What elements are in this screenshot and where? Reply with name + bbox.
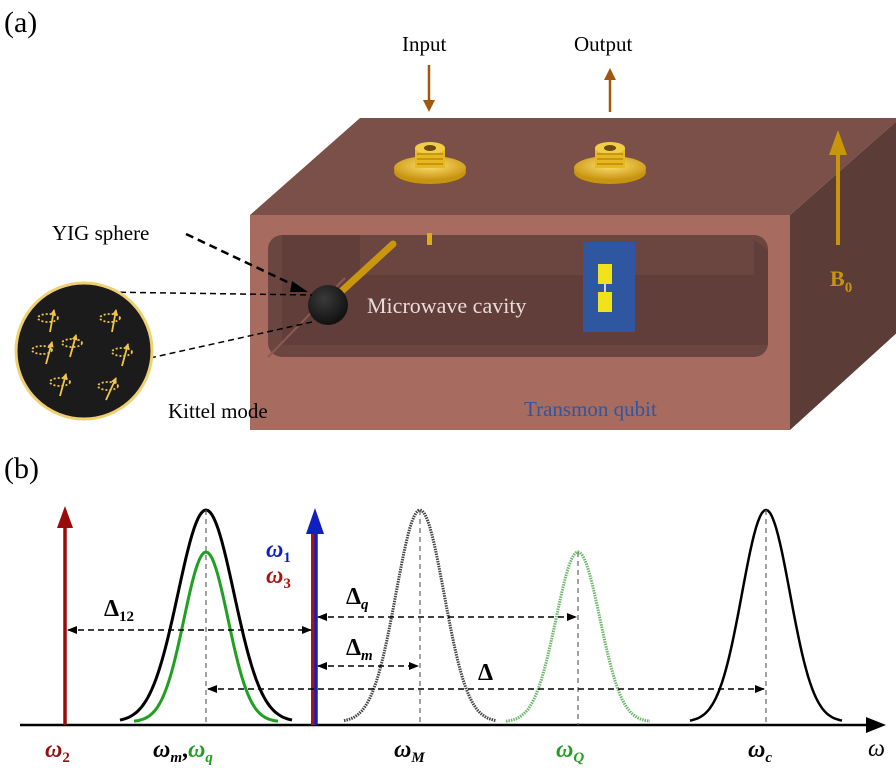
omega3-label: ω3	[266, 563, 291, 592]
qubit-peak-curve	[133, 550, 279, 723]
zoom-line-top	[99, 291, 313, 296]
yig-pointer-head	[290, 281, 308, 292]
output-connector	[574, 142, 646, 184]
zoom-line-bottom	[149, 321, 313, 359]
input-label: Input	[402, 32, 446, 56]
omega2-label: ω2	[45, 737, 70, 766]
panel-b-label: (b)	[4, 452, 39, 485]
transmon-chip	[583, 242, 635, 332]
delta-label: Δ	[478, 660, 493, 686]
omega-m-q-label: ωm,ωq	[153, 737, 213, 766]
input-arrow-head	[423, 100, 435, 112]
omega-Q-label: ωQ	[556, 737, 584, 766]
frequency-axis-head	[866, 717, 886, 733]
cavity-interior-shade	[282, 235, 768, 345]
output-arrow-head	[604, 68, 616, 80]
cavity-box-side	[790, 121, 896, 430]
input-probe-pin	[427, 233, 432, 245]
yig-pointer	[185, 232, 301, 290]
omega-M-label: ωM	[394, 737, 425, 766]
yig-rod	[328, 240, 397, 304]
delta-q-label: Δq	[346, 584, 369, 613]
frequency-axis-label: ω	[868, 736, 885, 762]
omega1-arrow-head	[306, 508, 324, 534]
kittel-label: Kittel mode	[168, 399, 268, 423]
omega-c-label: ωc	[748, 737, 772, 766]
kittel-mode-circle	[14, 281, 154, 421]
transmon-pad-bottom	[598, 292, 612, 312]
yig-sphere	[308, 285, 348, 325]
output-label: Output	[574, 32, 633, 56]
yig-label: YIG sphere	[52, 221, 149, 245]
cavity-label: Microwave cavity	[367, 293, 526, 318]
transmon-label: Transmon qubit	[524, 397, 657, 421]
transmon-pad-top	[598, 264, 612, 284]
cavity-box-top	[250, 118, 896, 215]
delta12-label: Δ12	[104, 596, 134, 625]
omega1-label: ω1	[266, 537, 291, 566]
delta-m-label: Δm	[346, 635, 373, 664]
omega2-arrow-head	[57, 506, 73, 528]
input-connector	[394, 142, 466, 184]
field-label: B0	[830, 266, 852, 296]
panel-a-label: (a)	[4, 6, 37, 39]
field-arrow-head	[829, 130, 847, 155]
